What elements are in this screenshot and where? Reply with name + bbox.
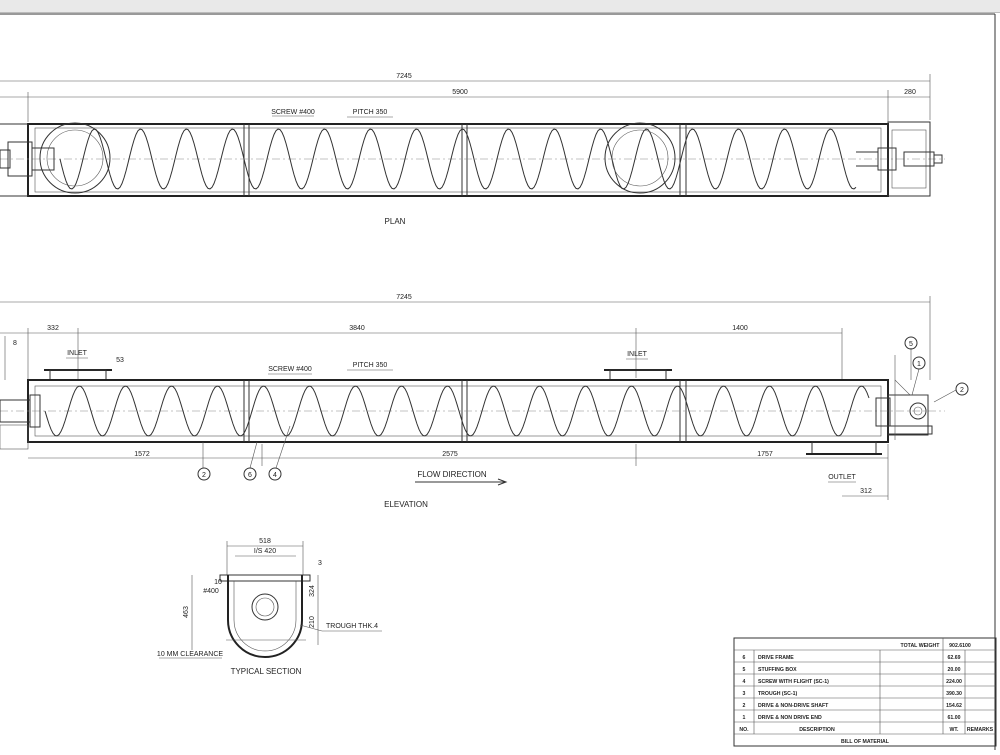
elev-dim-mid: 3840: [349, 325, 365, 332]
elev-pitch-label: PITCH 350: [353, 362, 388, 369]
bom-row-desc: TROUGH (SC-1): [758, 691, 797, 697]
bom-row-no: 5: [743, 667, 746, 673]
elev-dim-left: 332: [47, 325, 59, 332]
plan-outlet-flange: [604, 122, 676, 194]
section-trough: [227, 575, 303, 658]
section-dim-r2: 210: [309, 616, 316, 628]
elev-dim-overall: 7245: [396, 294, 412, 301]
section-trough-thk: TROUGH THK.4: [326, 623, 378, 630]
callout-1: 1: [917, 361, 921, 368]
callout-balloon-4: [268, 467, 282, 481]
callout-balloon-3: [197, 467, 211, 481]
bom-row-wt: 20.00: [948, 667, 961, 673]
viewer-top-bar: [0, 0, 1000, 13]
section-dim-outer: 518: [259, 538, 271, 545]
bom-row-desc: DRIVE & NON-DRIVE SHAFT: [758, 703, 829, 709]
bom-total-value: 902.6100: [949, 643, 971, 649]
elev-dim-bottom-b: 2575: [442, 451, 458, 458]
plan-screw-label: SCREW #400: [271, 109, 315, 116]
bom-row-desc: DRIVE & NON DRIVE END: [758, 715, 822, 721]
plan-drive-frame: [887, 121, 931, 197]
section-dim-t: 3: [318, 560, 322, 567]
bill-of-material: TOTAL WEIGHT 902.6100 6 DRIVE FRAME 62.6…: [733, 637, 997, 747]
bom-row-wt: 390.30: [946, 691, 962, 697]
bom-row-wt: 61.00: [948, 715, 961, 721]
bom-row-no: 4: [743, 679, 746, 685]
elev-dim-outlet-w: 312: [860, 488, 872, 495]
callout-5: 5: [909, 341, 913, 348]
bom-row-no: 2: [743, 703, 746, 709]
elev-outlet-label: OUTLET: [828, 474, 856, 481]
bom-row-desc: DRIVE FRAME: [758, 655, 794, 661]
elev-dim-right: 1400: [732, 325, 748, 332]
typical-section: 518 I/S 420 463 #400 10 324 210 3 TROUGH…: [157, 538, 382, 676]
elevation-view: 7245 332 3840 1400 8 INLET 53 INLET SCRE…: [0, 294, 969, 509]
elev-screw-label: SCREW #400: [268, 366, 312, 373]
elevation-title: ELEVATION: [384, 500, 428, 509]
bom-row-wt: 154.62: [946, 703, 962, 709]
bom-row-no: 6: [743, 655, 746, 661]
bom-row-wt: 62.69: [948, 655, 961, 661]
section-dim-h-total: 463: [183, 606, 190, 618]
elev-drive-frame: [887, 394, 929, 436]
elev-outlet: [811, 441, 877, 455]
bom-row-desc: STUFFING BOX: [758, 667, 797, 673]
plan-view: 7245 5900 280 SCREW #400 PITCH 350: [0, 73, 945, 226]
bom-row-wt: 224.00: [946, 679, 962, 685]
bom-header-remarks: REMARKS: [967, 727, 994, 733]
section-dim-inner: I/S 420: [254, 548, 276, 555]
section-dim-f: 10: [214, 579, 222, 586]
elev-inlet-label-2: INLET: [627, 351, 648, 358]
bom-header-wt: WT.: [950, 727, 959, 733]
elev-dim-small: 53: [116, 357, 124, 364]
elev-dim-h: 8: [13, 340, 17, 347]
elev-dim-bottom-c: 1757: [757, 451, 773, 458]
bom-footer: BILL OF MATERIAL: [841, 739, 890, 745]
section-shaft: [251, 593, 279, 621]
elev-dim-bottom-a: 1572: [134, 451, 150, 458]
section-clearance: 10 MM CLEARANCE: [157, 651, 223, 658]
elev-screw-flight: [44, 385, 870, 437]
callout-3: 2: [202, 472, 206, 479]
callout-6: 6: [248, 472, 252, 479]
callout-balloon-2: [955, 382, 969, 396]
bom-total-label: TOTAL WEIGHT: [901, 643, 941, 649]
plan-screw-flight: [59, 128, 857, 190]
section-title: TYPICAL SECTION: [231, 667, 302, 676]
bom-row-desc: SCREW WITH FLIGHT (SC-1): [758, 679, 829, 685]
callout-4: 4: [273, 472, 277, 479]
callout-balloon-5: [904, 336, 918, 350]
plan-dim-length: 5900: [452, 89, 468, 96]
section-dim-r1: 324: [309, 585, 316, 597]
elev-inlet-label-1: INLET: [67, 350, 88, 357]
plan-title: PLAN: [385, 217, 406, 226]
callout-balloon-1: [912, 356, 926, 370]
plan-inlet-flange: [39, 122, 111, 194]
bom-header-no: NO.: [739, 727, 749, 733]
section-dim-d: #400: [203, 588, 219, 595]
bom-header-desc: DESCRIPTION: [799, 727, 835, 733]
bom-row-no: 1: [743, 715, 746, 721]
plan-dim-overall: 7245: [396, 73, 412, 80]
bom-row-no: 3: [743, 691, 746, 697]
callout-balloon-6: [243, 467, 257, 481]
plan-dim-end: 280: [904, 89, 916, 96]
plan-pitch-label: PITCH 350: [353, 109, 388, 116]
callout-2: 2: [960, 387, 964, 394]
flow-direction-label: FLOW DIRECTION: [417, 470, 487, 479]
